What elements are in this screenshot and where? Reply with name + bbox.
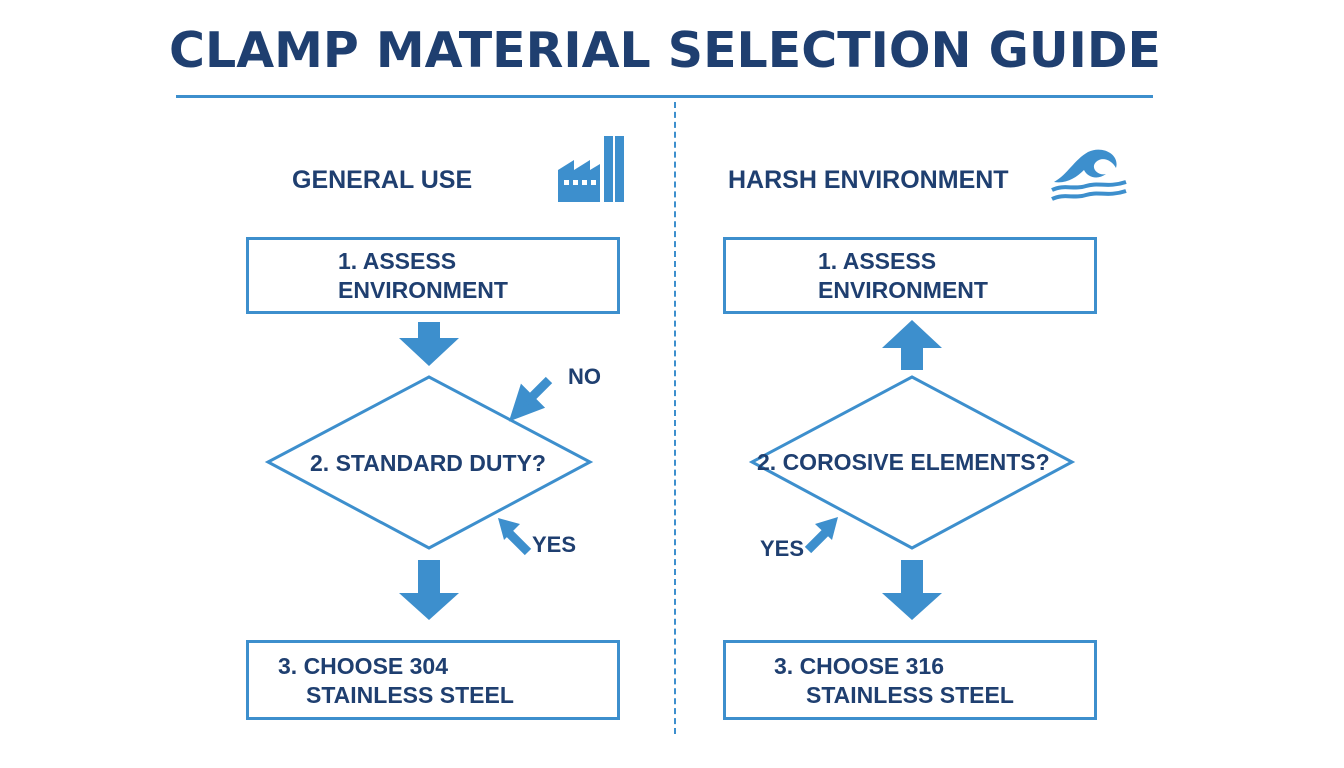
page-title: CLAMP MATERIAL SELECTION GUIDE bbox=[169, 22, 1161, 79]
left-down-arrow-2 bbox=[399, 560, 459, 620]
right-step3-box bbox=[723, 640, 1097, 720]
left-step3-box bbox=[246, 640, 620, 720]
right-step1-line2: ENVIRONMENT bbox=[818, 277, 988, 303]
right-yes-label: YES bbox=[760, 536, 805, 561]
general-use-heading: GENERAL USE bbox=[292, 166, 473, 194]
left-step3-line2: STAINLESS STEEL bbox=[306, 682, 514, 708]
right-yes-arrow-shaft bbox=[804, 527, 831, 554]
left-yes-arrow-shaft bbox=[505, 529, 532, 556]
left-down-arrow-1 bbox=[399, 322, 459, 366]
left-yes-arrow-head bbox=[498, 518, 520, 540]
left-step1-line2: ENVIRONMENT bbox=[338, 277, 508, 303]
right-step3-line1: 3. CHOOSE 316 bbox=[774, 653, 945, 679]
right-step1-box bbox=[723, 237, 1097, 314]
harsh-environment-heading: HARSH ENVIRONMENT bbox=[728, 166, 1009, 194]
right-decision-diamond bbox=[748, 375, 1076, 550]
wave-icon bbox=[1051, 149, 1127, 201]
left-step2-text: 2. STANDARD DUTY? bbox=[310, 450, 546, 476]
left-yes-label: YES bbox=[532, 532, 577, 557]
left-no-label: NO bbox=[568, 364, 601, 389]
title-underline bbox=[176, 95, 1153, 98]
right-step1-line1: 1. ASSESS bbox=[818, 248, 937, 274]
right-yes-arrow-head bbox=[815, 517, 838, 540]
left-step1-line1: 1. ASSESS bbox=[338, 248, 457, 274]
column-divider bbox=[674, 102, 676, 734]
left-step3-line1: 3. CHOOSE 304 bbox=[278, 653, 449, 679]
right-step3-line2: STAINLESS STEEL bbox=[806, 682, 1014, 708]
left-no-arrow bbox=[508, 376, 553, 422]
right-up-arrow bbox=[882, 320, 942, 370]
left-step1-box bbox=[246, 237, 620, 314]
factory-icon bbox=[558, 136, 624, 202]
right-down-arrow bbox=[882, 560, 942, 620]
right-step2-text: 2. COROSIVE ELEMENTS? bbox=[757, 449, 1050, 475]
